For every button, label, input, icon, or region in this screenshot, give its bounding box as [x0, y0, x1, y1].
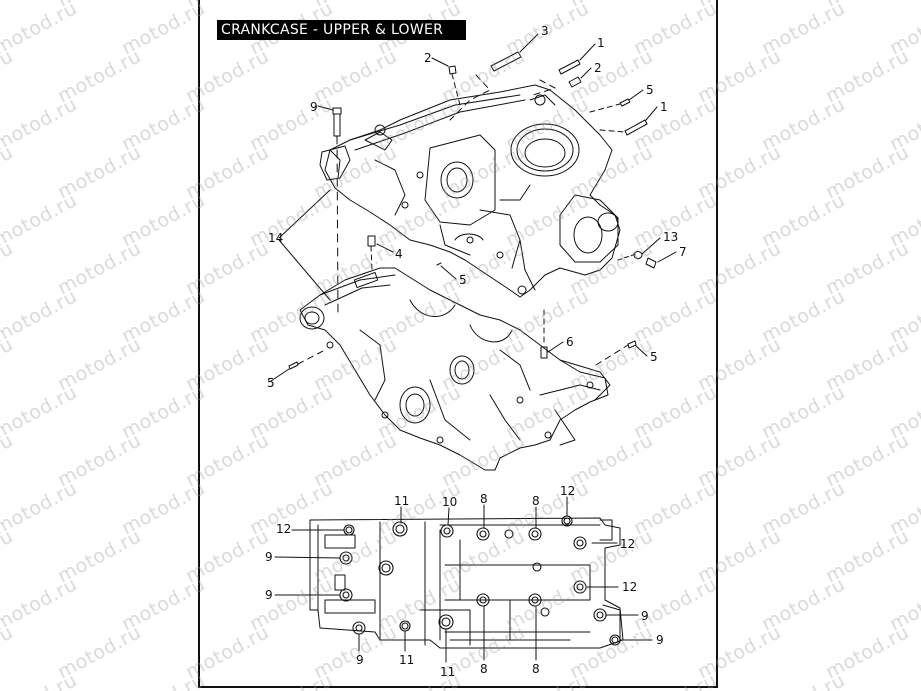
callout-9: 9: [310, 100, 318, 114]
callout-12: 12: [622, 580, 638, 594]
callout-9: 9: [356, 653, 364, 667]
callout-8: 8: [480, 662, 488, 676]
callout-5: 5: [459, 273, 467, 287]
callout-13: 13: [663, 230, 679, 244]
callout-9: 9: [265, 550, 273, 564]
diagram-title: CRANKCASE - UPPER & LOWER: [217, 20, 466, 40]
callout-11: 11: [394, 494, 410, 508]
callout-1: 1: [597, 36, 605, 50]
callout-7: 7: [679, 245, 687, 259]
fasteners-upper: [288, 51, 657, 370]
callout-12: 12: [620, 537, 636, 551]
callout-9: 9: [656, 633, 664, 647]
callout-11: 11: [399, 653, 415, 667]
callout-2: 2: [424, 51, 432, 65]
callout-8: 8: [532, 494, 540, 508]
callout-9: 9: [265, 588, 273, 602]
callout-4: 4: [395, 247, 403, 261]
callout-8: 8: [480, 492, 488, 506]
callout-11: 11: [440, 665, 456, 679]
diagram-frame: [198, 0, 718, 688]
upper-crankcase-illustration: [319, 84, 621, 298]
leader-lines-bottom: [274, 496, 653, 663]
callout-3: 3: [541, 24, 549, 38]
callout-5: 5: [650, 350, 658, 364]
bottom-view-illustration: [309, 515, 624, 649]
callout-6: 6: [566, 335, 574, 349]
callout-10: 10: [442, 495, 458, 509]
callout-9: 9: [641, 609, 649, 623]
callout-2: 2: [594, 61, 602, 75]
callout-12: 12: [560, 484, 576, 498]
callout-14: 14: [268, 231, 284, 245]
lower-crankcase-illustration: [299, 267, 611, 471]
callout-1: 1: [660, 100, 668, 114]
callout-5: 5: [267, 376, 275, 390]
callout-12: 12: [276, 522, 292, 536]
callout-8: 8: [532, 662, 540, 676]
callout-5: 5: [646, 83, 654, 97]
leader-lines-upper: [270, 33, 677, 382]
